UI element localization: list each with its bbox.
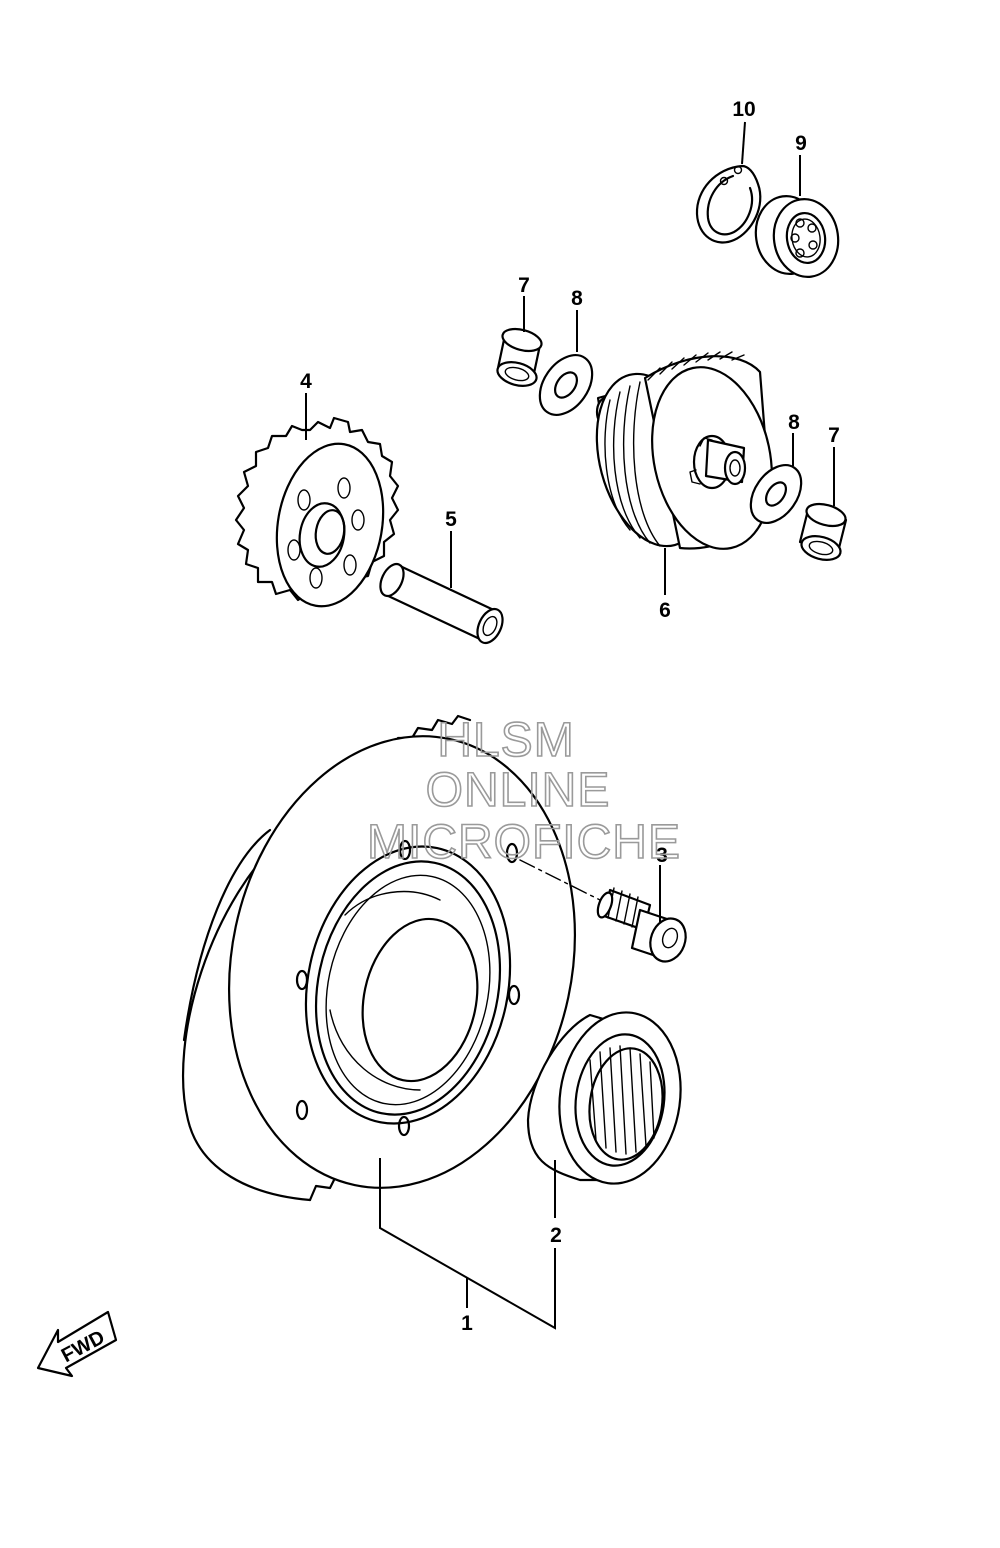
callout-2: 2 [550, 1224, 562, 1247]
part-4-idle-gear[interactable] [234, 416, 400, 615]
callout-9: 9 [795, 132, 807, 155]
center-line [519, 859, 601, 901]
callout-7-upper: 7 [518, 274, 530, 297]
watermark-line-1: HLSM [437, 714, 574, 767]
part-2-one-way-clutch[interactable] [526, 1004, 691, 1191]
part-5-shaft[interactable] [376, 560, 508, 647]
callout-numbers: 10 9 7 8 4 5 6 8 7 3 2 1 [300, 98, 840, 1335]
watermark-line-2: ONLINE [426, 764, 611, 817]
callout-4: 4 [300, 370, 312, 393]
part-1-starter-gear[interactable] [181, 704, 616, 1221]
part-7-spacer-upper[interactable] [495, 325, 544, 390]
part-9-bearing[interactable] [751, 192, 843, 281]
watermark: HLSM ONLINE MICROFICHE [366, 713, 681, 870]
part-10-circlip[interactable] [695, 164, 762, 244]
watermark-line-3: MICROFICHE [367, 816, 681, 869]
callout-6: 6 [659, 599, 671, 622]
part-7-spacer-lower[interactable] [798, 500, 848, 564]
part-8-washer-upper[interactable] [529, 345, 603, 424]
fwd-arrow-icon: FWD [36, 1310, 118, 1378]
part-3-bolt[interactable] [595, 887, 692, 966]
callout-7-lower: 7 [828, 424, 840, 447]
callout-5: 5 [445, 508, 457, 531]
leader-lines [305, 121, 835, 1330]
callout-1: 1 [461, 1312, 473, 1335]
callout-8-upper: 8 [571, 287, 583, 310]
callout-10: 10 [732, 98, 755, 121]
callout-8-lower: 8 [788, 411, 800, 434]
callout-3: 3 [656, 844, 668, 867]
part-8-washer-lower[interactable] [740, 456, 811, 533]
part-6-starter-clutch[interactable] [579, 351, 788, 560]
